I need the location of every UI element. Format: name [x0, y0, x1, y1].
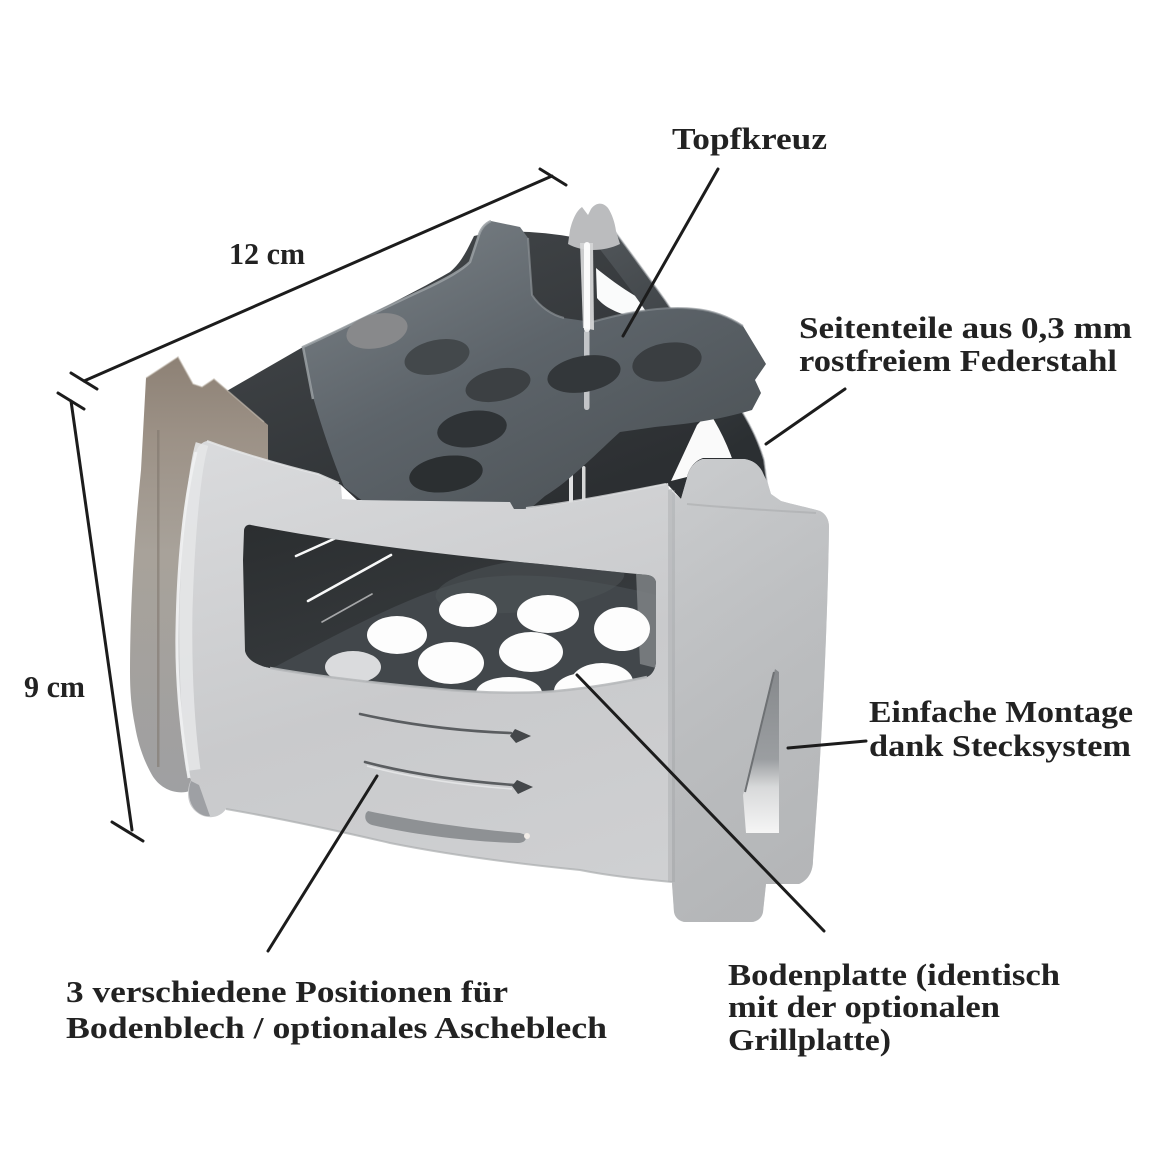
svg-text:Grillplatte): Grillplatte)	[728, 1022, 891, 1057]
svg-text:Einfache Montage: Einfache Montage	[869, 694, 1133, 729]
svg-text:12 cm: 12 cm	[229, 236, 305, 271]
svg-text:Bodenblech / optionales Ascheb: Bodenblech / optionales Ascheblech	[66, 1010, 607, 1045]
svg-text:rostfreiem Federstahl: rostfreiem Federstahl	[799, 343, 1117, 378]
svg-text:Bodenplatte (identisch: Bodenplatte (identisch	[728, 957, 1060, 992]
svg-text:dank Stecksystem: dank Stecksystem	[869, 728, 1131, 763]
svg-text:9 cm: 9 cm	[24, 669, 85, 704]
svg-text:3 verschiedene Positionen für: 3 verschiedene Positionen für	[66, 974, 508, 1009]
svg-text:mit der optionalen: mit der optionalen	[728, 989, 1000, 1024]
svg-text:Seitenteile aus 0,3 mm: Seitenteile aus 0,3 mm	[799, 310, 1132, 345]
svg-text:Topfkreuz: Topfkreuz	[672, 121, 827, 156]
